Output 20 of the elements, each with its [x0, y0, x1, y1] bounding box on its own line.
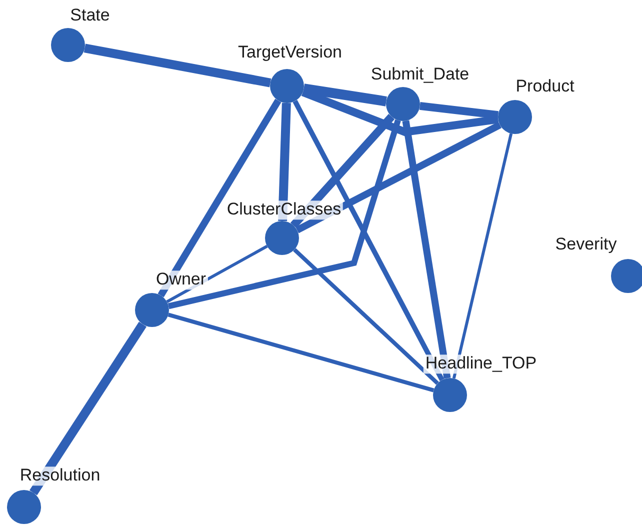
link-line [168, 312, 434, 392]
node-label: Owner [154, 270, 208, 290]
node-label: ClusterClasses [224, 200, 344, 220]
link-line [303, 84, 387, 106]
link-line [452, 133, 513, 379]
link-line [158, 98, 282, 298]
link-line [402, 120, 451, 379]
link-line [295, 122, 502, 234]
link-line [419, 102, 499, 120]
node-label: TargetVersion [236, 44, 344, 62]
link-line [84, 44, 272, 88]
node-label: Submit_Date [368, 66, 472, 84]
link-line [29, 322, 147, 496]
link-line [290, 114, 395, 228]
link-line [278, 102, 291, 222]
link-line [168, 119, 401, 310]
link-line [293, 248, 439, 385]
node-label: Headline_TOP [423, 354, 539, 374]
link-line [292, 100, 444, 382]
node-label: Severity [553, 236, 619, 254]
